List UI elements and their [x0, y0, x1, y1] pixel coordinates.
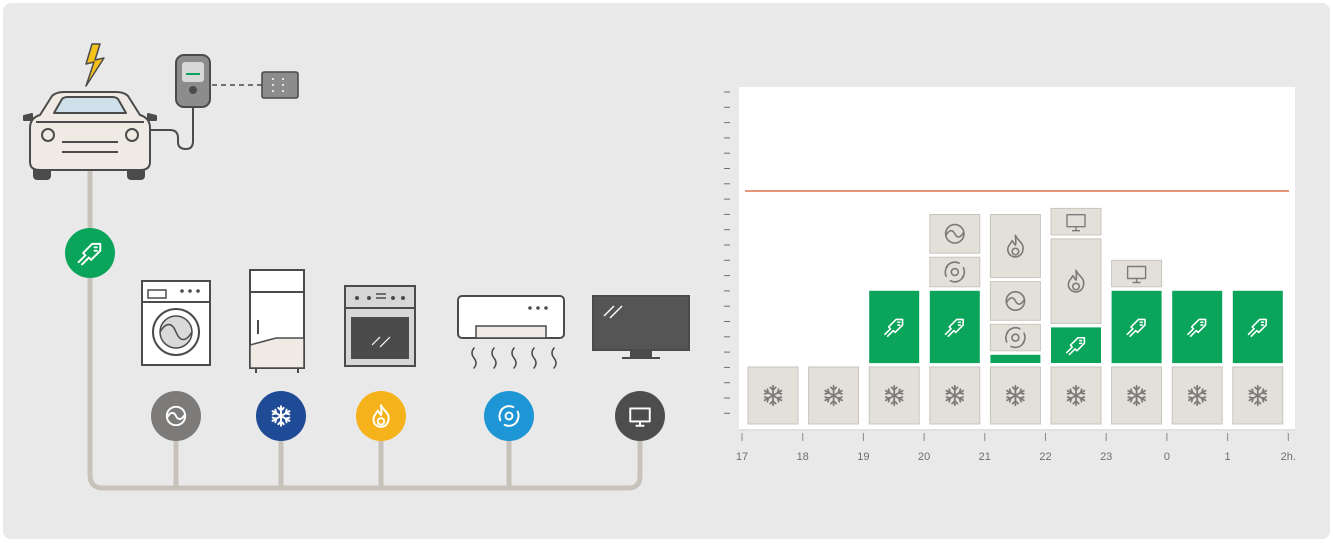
air-conditioner [457, 295, 565, 369]
y-axis-ticks [724, 91, 730, 414]
bar-segment-ev [929, 290, 980, 364]
bar-segment-ev [869, 290, 920, 364]
bar-segment-ev [1051, 327, 1101, 363]
bar-segment-ev [1172, 290, 1223, 364]
television [592, 295, 690, 359]
bar-segment-ev [1232, 290, 1283, 364]
wiring-lines [87, 167, 643, 491]
x-axis-labels: 17 18 19 20 21 22 23 0 1 2h. [736, 451, 1296, 463]
wall-charger [175, 54, 211, 108]
bar-segment-flame [989, 214, 1041, 279]
load-chart: 17 18 19 20 21 22 23 0 1 2h. [724, 87, 1296, 463]
smart-meter [261, 71, 299, 99]
bar-segment-flame [1050, 238, 1102, 324]
ac-badge [484, 391, 534, 441]
x-tick-label: 0 [1164, 451, 1170, 463]
oven [344, 285, 416, 367]
oven-badge [356, 391, 406, 441]
bar-segment-ev [1111, 290, 1162, 364]
bar-segment-snowflake [929, 366, 981, 425]
x-tick-label: 2h. [1281, 451, 1296, 463]
x-tick-label: 1 [1225, 451, 1231, 463]
bar-segment-ev-strip [990, 354, 1041, 363]
charger-cable [150, 105, 194, 151]
x-tick-label: 19 [857, 451, 869, 463]
electric-car [23, 91, 157, 180]
x-tick-label: 23 [1100, 451, 1112, 463]
x-tick-label: 18 [797, 451, 809, 463]
x-axis-ticks [741, 433, 1289, 441]
washing-machine [141, 280, 211, 366]
tv-badge [615, 391, 665, 441]
x-tick-label: 17 [736, 451, 748, 463]
refrigerator [249, 269, 305, 373]
chart-bars [747, 207, 1284, 425]
x-tick-label: 22 [1039, 451, 1051, 463]
x-tick-label: 21 [979, 451, 991, 463]
bar-segment-fan [989, 323, 1041, 352]
ev-charging-badge [65, 228, 115, 278]
x-tick-label: 20 [918, 451, 930, 463]
lightning-bolt-icon [85, 43, 105, 87]
